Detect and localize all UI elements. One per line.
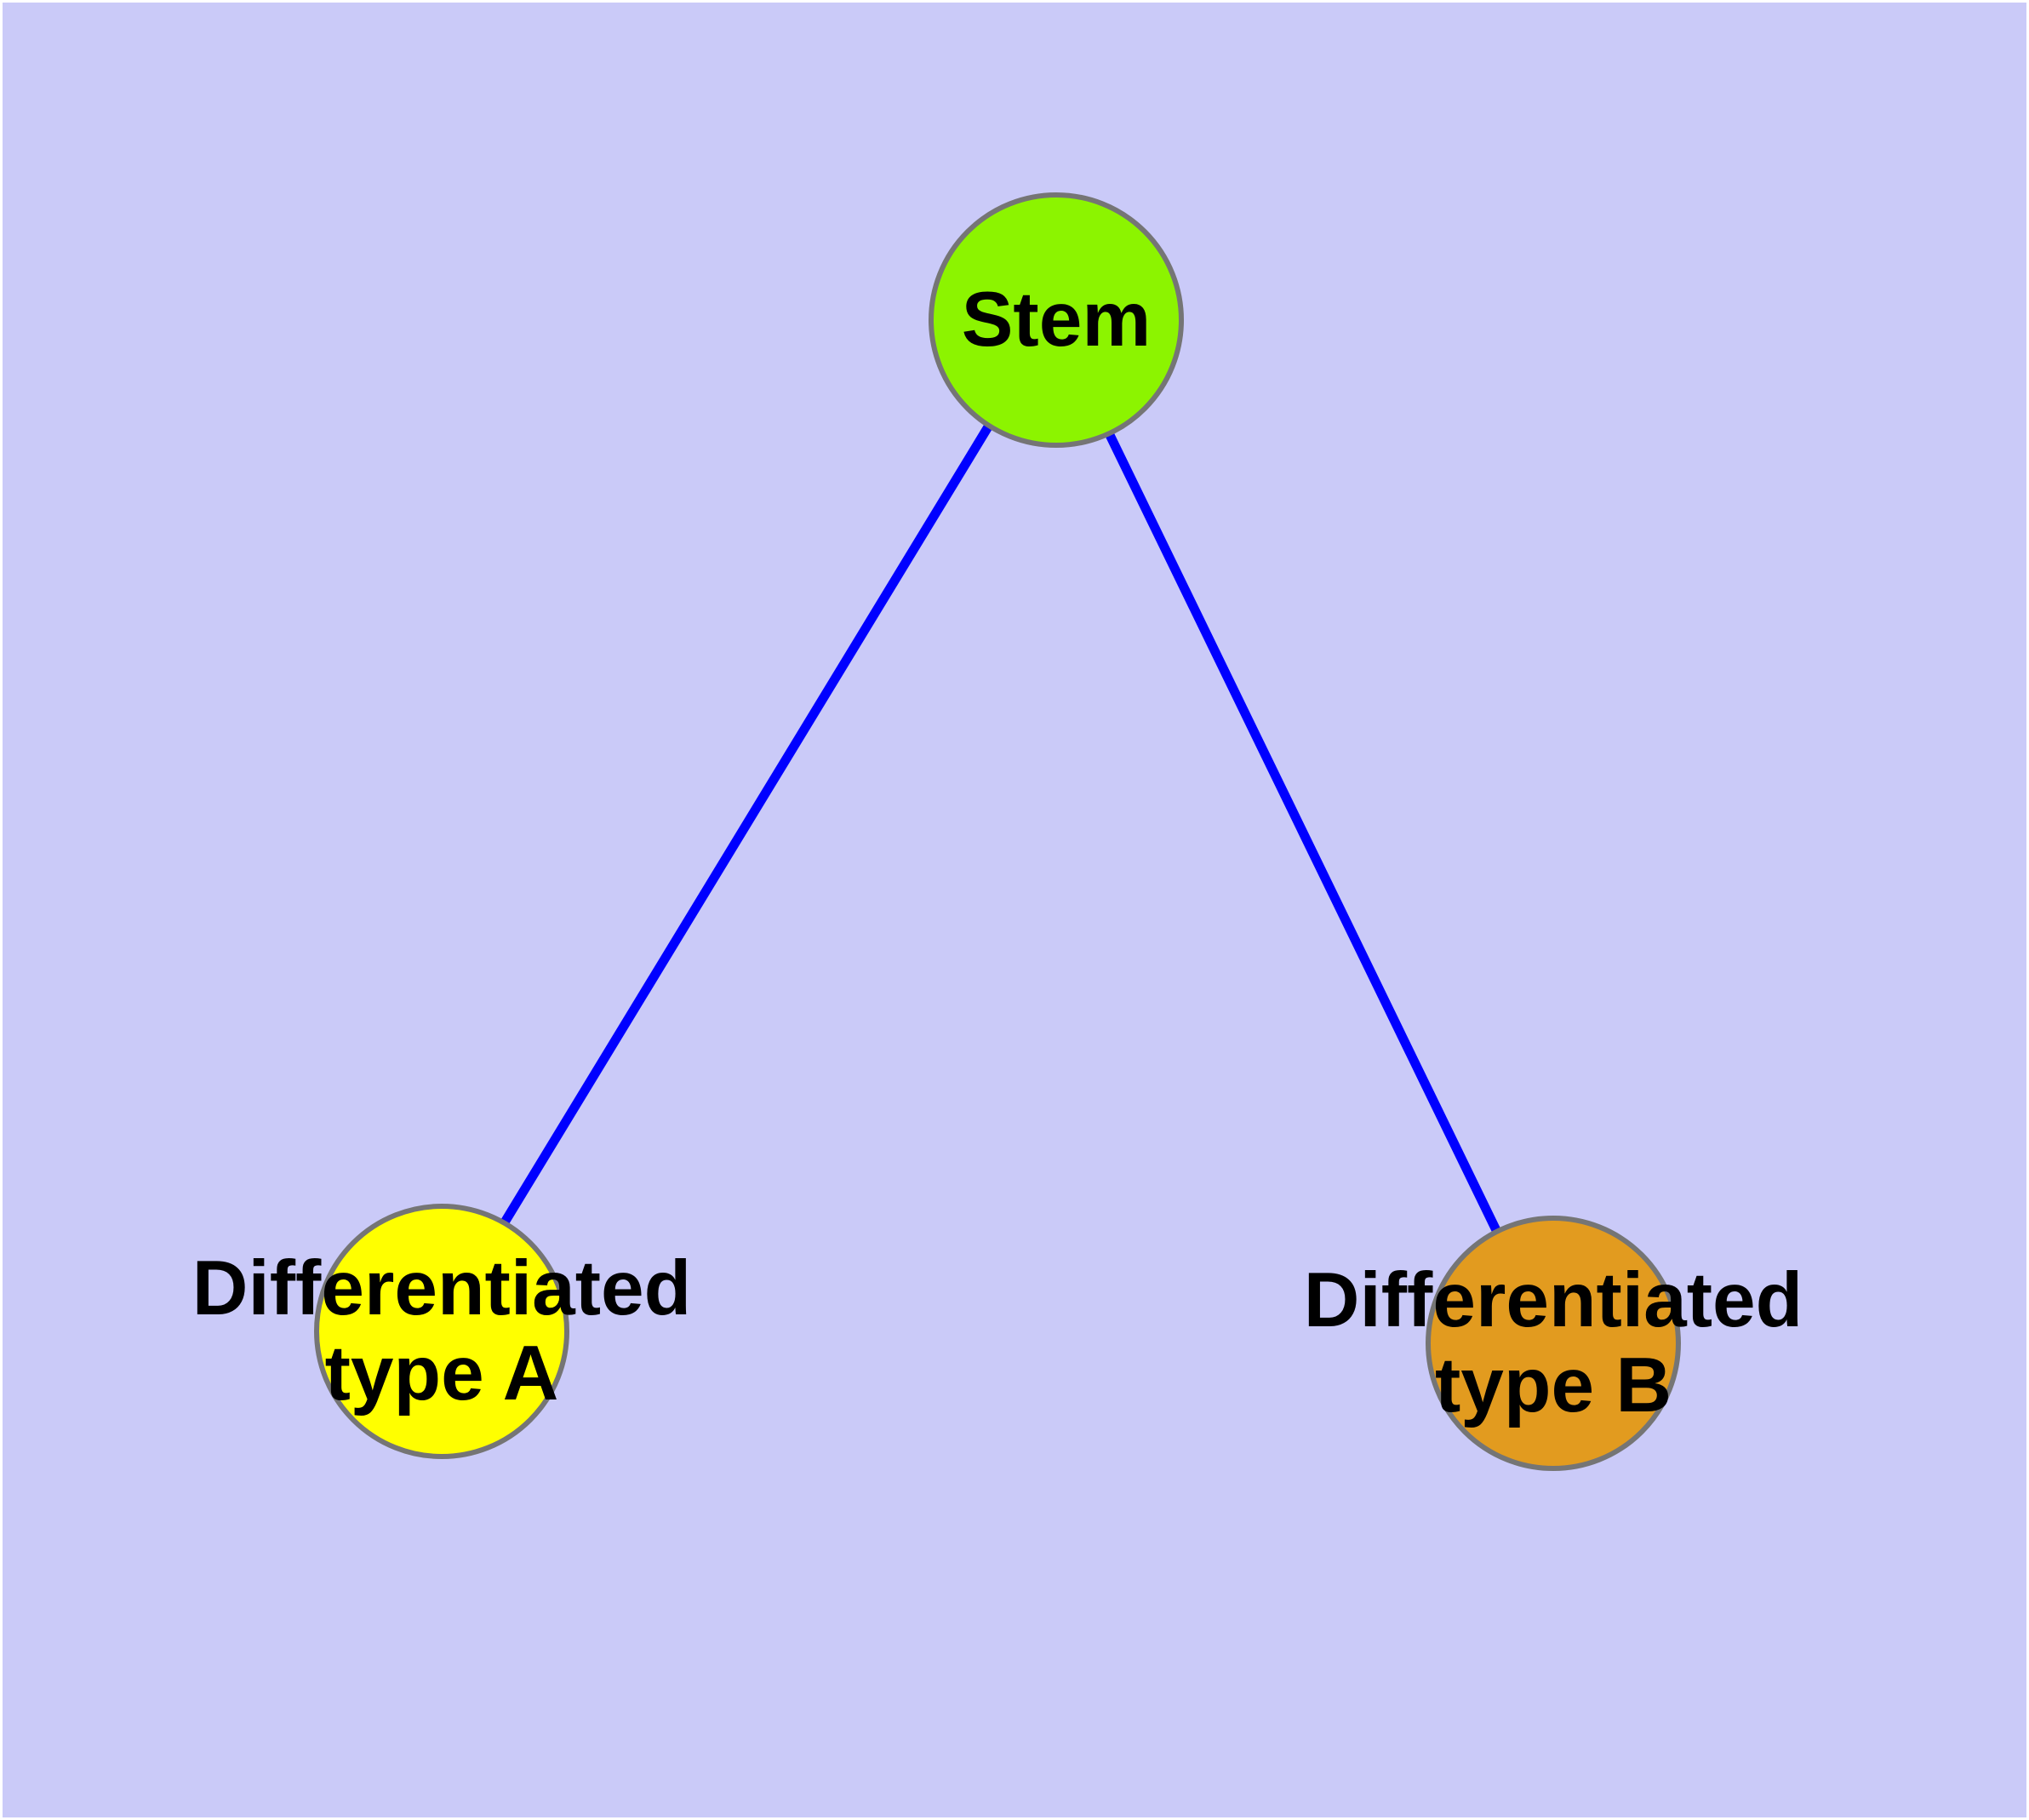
edge-stem-to-type-a [437,317,1058,1331]
node-differentiated-type-a: Differentiated type A [192,1204,691,1459]
graph-canvas: Stem Differentiated type A Differentiate… [3,3,2026,1817]
node-differentiated-type-b: Differentiated type B [1304,1216,1803,1471]
edges-layer [437,317,1554,1342]
node-stem-label: Stem [961,276,1152,363]
node-differentiated-type-b-label: Differentiated type B [1303,1256,1803,1428]
node-differentiated-type-a-label: Differentiated type A [191,1245,692,1417]
node-stem: Stem [929,192,1184,448]
edge-stem-to-type-b [1049,317,1554,1342]
